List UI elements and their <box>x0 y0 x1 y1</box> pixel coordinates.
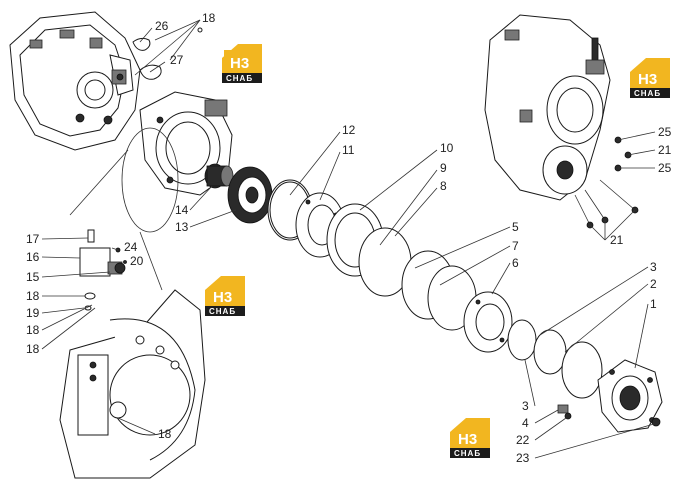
label-1: 1 <box>650 297 657 311</box>
housing-bottom-left <box>59 289 206 479</box>
svg-text:CHAБ: CHAБ <box>226 74 253 83</box>
label-21-a: 21 <box>658 143 672 157</box>
label-23: 23 <box>516 451 530 465</box>
label-6: 6 <box>512 256 519 270</box>
label-9: 9 <box>440 161 447 175</box>
washer-3 <box>533 329 567 375</box>
label-18-e: 18 <box>158 427 172 441</box>
fitting-4 <box>557 404 569 414</box>
label-3-bottom: 3 <box>522 399 529 413</box>
svg-text:CHAБ: CHAБ <box>209 307 236 316</box>
label-4: 4 <box>522 416 529 430</box>
leader-lines <box>41 19 656 459</box>
label-7: 7 <box>512 239 519 253</box>
label-17: 17 <box>26 232 40 246</box>
svg-text:H3: H3 <box>638 71 657 88</box>
shim-3 <box>507 319 537 361</box>
svg-text:H3: H3 <box>213 289 232 306</box>
label-22: 22 <box>516 433 530 447</box>
label-12: 12 <box>342 123 356 137</box>
label-26: 26 <box>155 19 169 33</box>
label-25-a: 25 <box>658 125 672 139</box>
ring-2 <box>561 341 603 399</box>
label-24: 24 <box>124 240 138 254</box>
plate-6 <box>463 291 513 353</box>
plug-22 <box>564 412 572 420</box>
label-19: 19 <box>26 306 40 320</box>
end-cover-1 <box>597 359 663 433</box>
label-18-d: 18 <box>26 342 40 356</box>
label-11: 11 <box>342 143 355 157</box>
label-8: 8 <box>440 179 447 193</box>
label-15: 15 <box>26 270 40 284</box>
detail-callout-ellipse <box>121 127 179 233</box>
o-ring-18 <box>197 27 203 33</box>
plug-23 <box>651 417 661 427</box>
logo-bottom-center: H3 CHAБ <box>450 418 490 458</box>
valve-block-detail <box>79 229 127 311</box>
part-number-labels: 18 26 27 12 11 10 9 8 14 13 17 24 16 20 … <box>26 11 672 465</box>
svg-text:CHAБ: CHAБ <box>454 449 481 458</box>
label-25-b: 25 <box>658 161 672 175</box>
bolts-21 <box>574 179 639 229</box>
label-10: 10 <box>440 141 454 155</box>
label-27: 27 <box>170 53 184 67</box>
logo-top-left: H3 CHAБ <box>222 44 262 83</box>
svg-text:H3: H3 <box>230 55 249 72</box>
housing-top-right <box>484 14 611 201</box>
label-18-b: 18 <box>26 289 40 303</box>
clutch-hub-13 <box>227 166 273 224</box>
label-20: 20 <box>130 254 144 268</box>
label-18-c: 18 <box>26 323 40 337</box>
transmission-housing-top-left <box>9 11 141 151</box>
label-2: 2 <box>650 277 657 291</box>
label-5: 5 <box>512 220 519 234</box>
spline-shaft-14 <box>204 163 234 189</box>
label-18-top: 18 <box>202 11 216 25</box>
svg-text:H3: H3 <box>458 431 477 448</box>
svg-text:CHAБ: CHAБ <box>634 89 661 98</box>
logo-middle-left: H3 CHAБ <box>205 276 245 316</box>
label-14: 14 <box>175 203 189 217</box>
label-16: 16 <box>26 250 40 264</box>
gasket-26 <box>132 37 151 51</box>
logo-top-right: H3 CHAБ <box>630 58 670 98</box>
gasket-27 <box>139 64 162 80</box>
label-3-top: 3 <box>650 260 657 274</box>
label-21-b: 21 <box>610 233 624 247</box>
label-13: 13 <box>175 220 189 234</box>
